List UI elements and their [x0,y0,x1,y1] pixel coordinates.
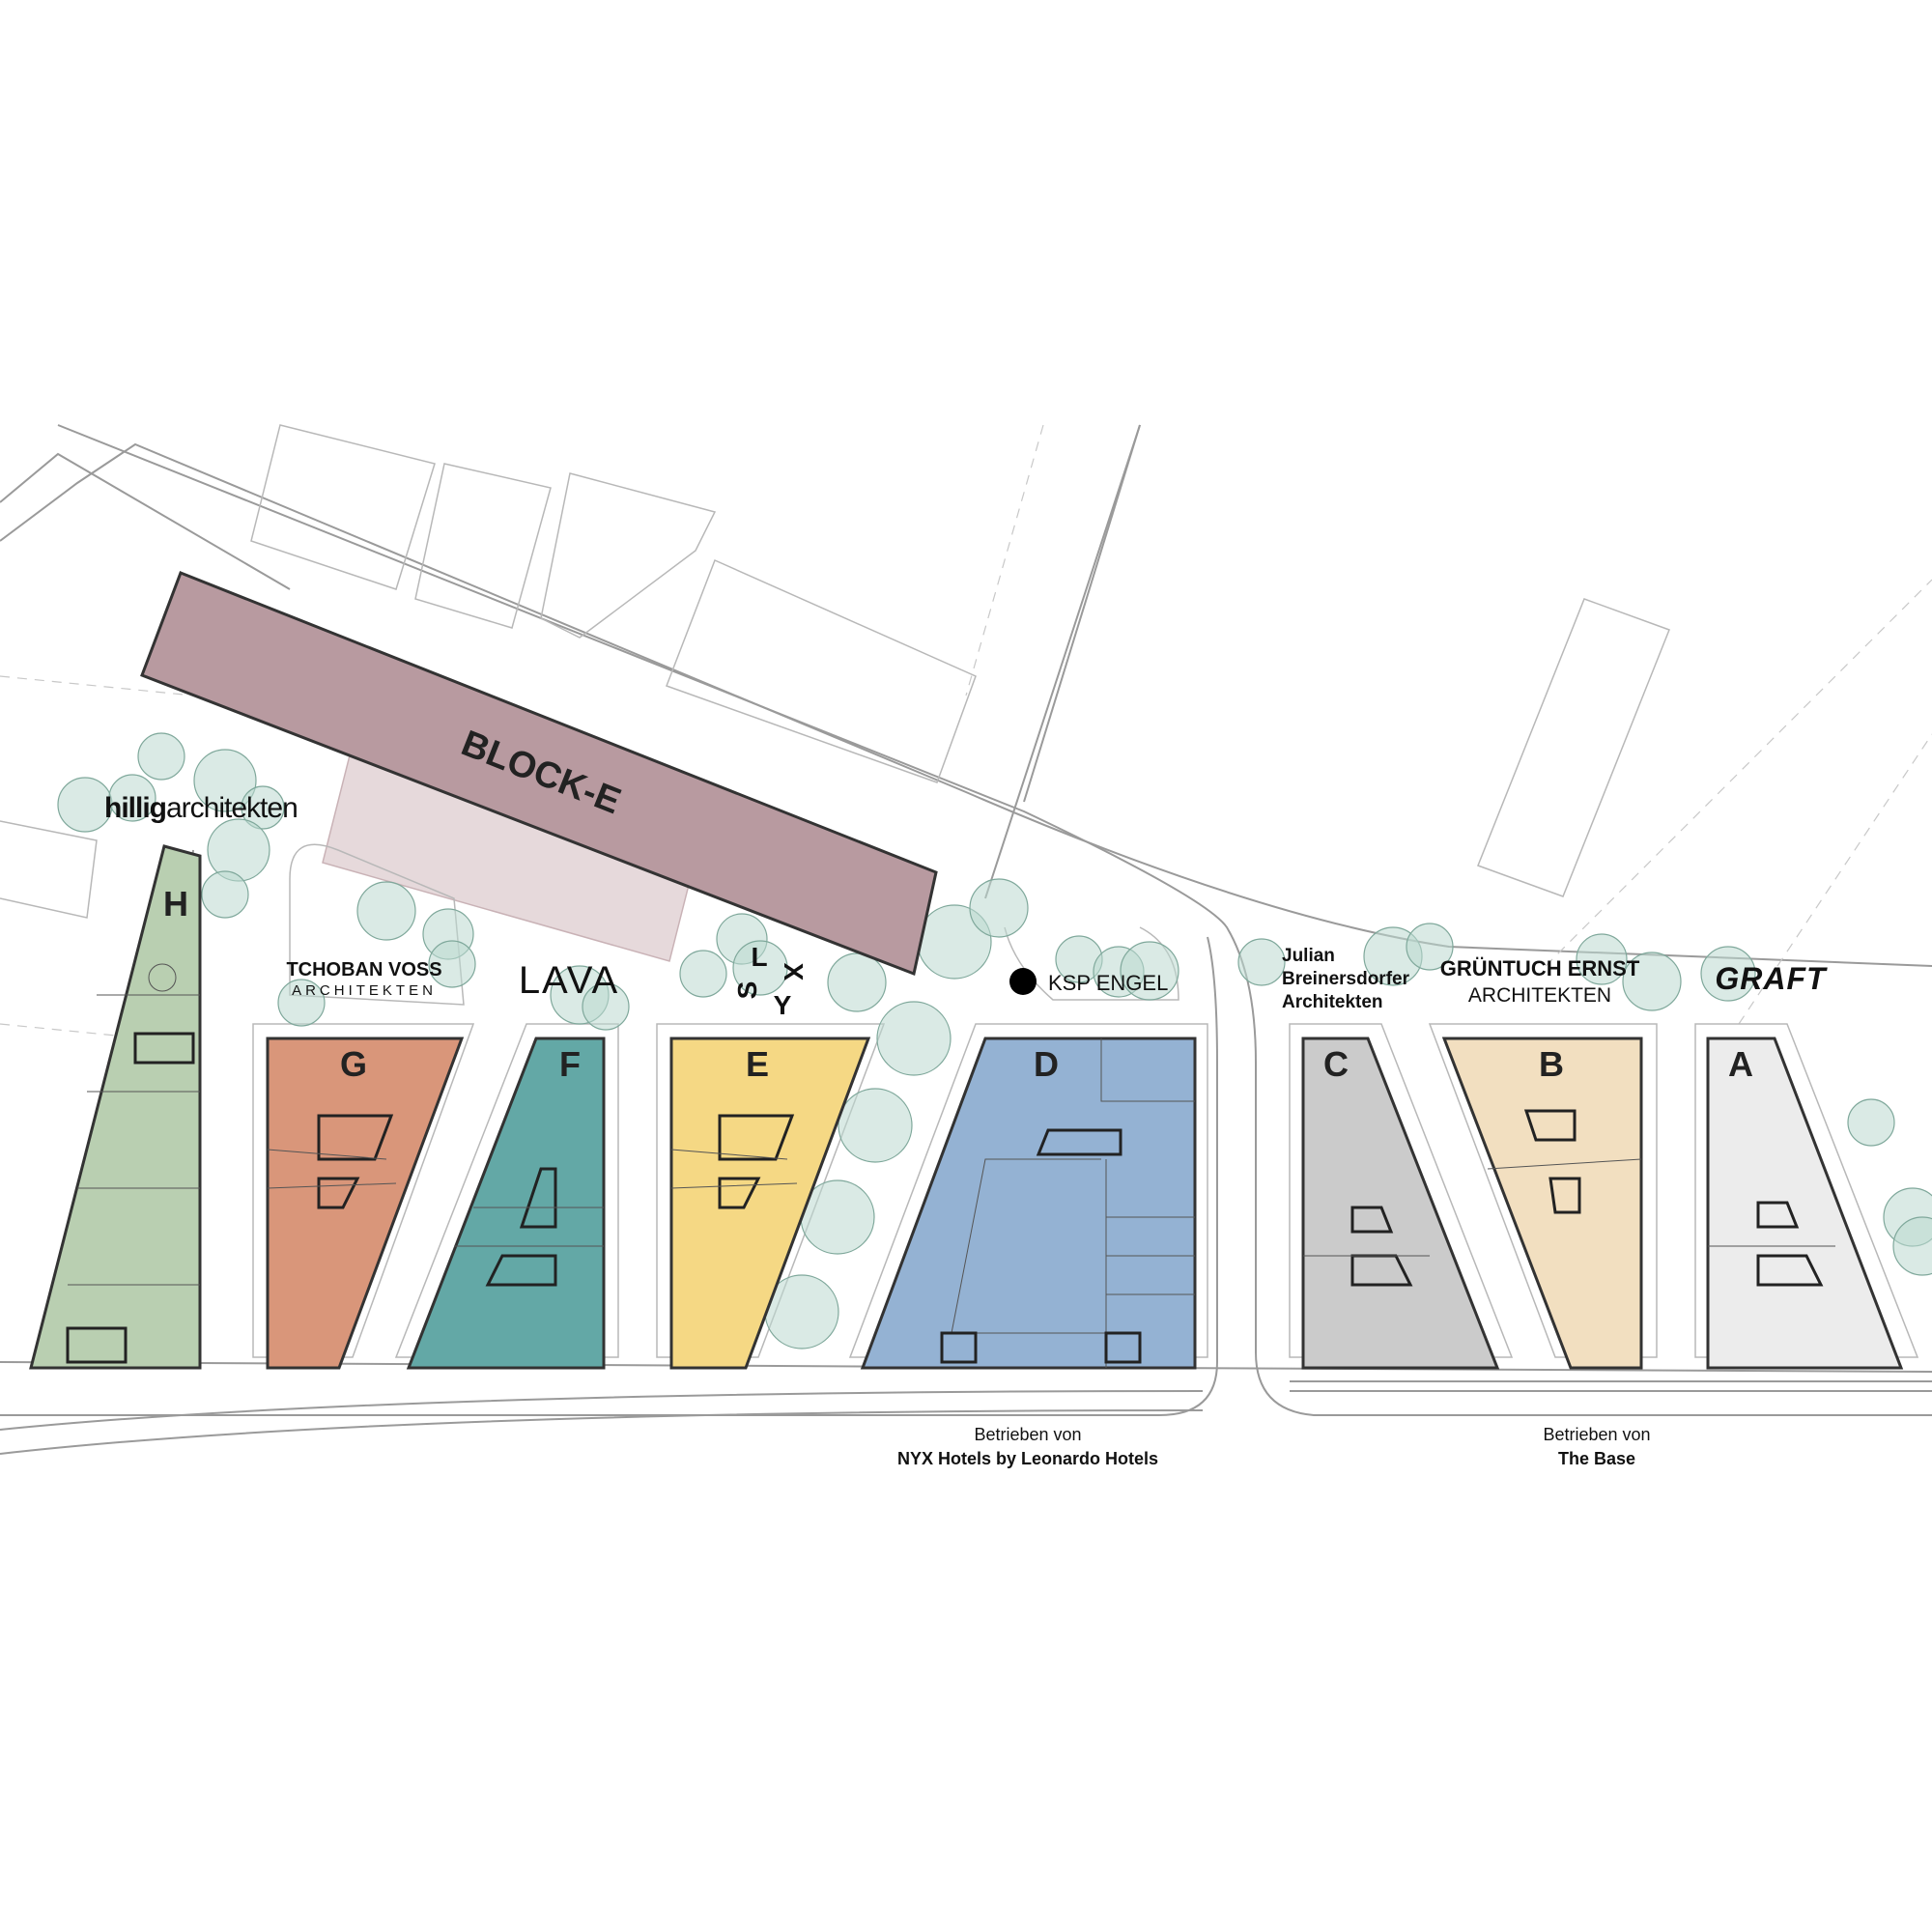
architect-ksp-engel: KSP ENGEL [1048,971,1168,995]
slyx-y: Y [774,990,792,1020]
building-d [860,1037,1197,1370]
architect-julian-line3: Architekten [1282,992,1383,1012]
lots [252,1023,1919,1358]
architect-julian-line2: Breinersdorfer [1282,969,1410,989]
architect-julian-line1: Julian [1282,946,1335,966]
ksp-engel-dot-icon [1009,968,1037,995]
architect-hillig-rest: architekten [166,792,298,824]
operator-base-name: The Base [1558,1449,1635,1468]
architect-hillig-bold: hillig [104,792,166,824]
building-letter-c: C [1323,1044,1349,1084]
tree-icon [969,878,1029,938]
architect-tchoban-line2: ARCHITEKTEN [292,982,437,999]
operator-nyx-name: NYX Hotels by Leonardo Hotels [897,1449,1158,1468]
tree-icon [1622,952,1682,1011]
building-g [266,1037,465,1370]
architect-hillig: hilligarchitekten [104,792,298,824]
tree-icon [277,979,326,1027]
trees [57,732,1932,1350]
tree-icon [356,881,416,941]
building-letter-b: B [1539,1044,1564,1084]
building-letter-g: G [340,1044,367,1084]
building-letter-e: E [746,1044,769,1084]
architect-tchoban-line1: TCHOBAN VOSS [286,959,441,980]
building-letter-f: F [559,1044,581,1084]
tree-icon [1847,1098,1895,1147]
tree-icon [193,749,257,812]
building-a [1706,1037,1904,1370]
building-letter-a: A [1728,1044,1753,1084]
architect-lava: LAVA [519,959,619,1002]
slyx-s: S [732,981,762,1000]
tree-icon [827,952,887,1012]
tree-icon [201,870,249,919]
architect-gruentuch-line1: GRÜNTUCH ERNST [1440,956,1640,980]
operator-nyx-prefix: Betrieben von [974,1425,1081,1444]
floor-plan-details [66,963,1835,1368]
tree-icon [241,785,285,830]
building-letter-d: D [1034,1044,1059,1084]
operator-base-prefix: Betrieben von [1543,1425,1650,1444]
tree-icon [207,818,270,882]
tree-icon [1892,1216,1932,1276]
tree-icon [838,1088,913,1163]
slyx-l: L [751,942,767,972]
tree-icon [1576,933,1628,985]
building-h [29,844,202,1370]
tree-icon [1120,941,1179,1001]
tree-icon [108,774,156,822]
architect-gruentuch-line2: ARCHITEKTEN [1468,984,1611,1007]
tree-icon [428,940,476,988]
slyx-x: X [779,963,809,981]
building-b [1441,1037,1643,1370]
block-e [140,571,938,977]
tree-icon [732,940,788,996]
architect-graft: GRAFT [1715,961,1828,996]
tree-icon [876,1001,952,1076]
tree-icon [582,982,630,1031]
tree-icon [1700,946,1756,1002]
tree-icon [1237,938,1286,986]
architect-slyx: L X S Y [732,942,809,1020]
building-letter-h: H [163,884,188,923]
tree-icon [1406,923,1454,971]
tree-icon [679,950,727,998]
tree-icon [137,732,185,781]
